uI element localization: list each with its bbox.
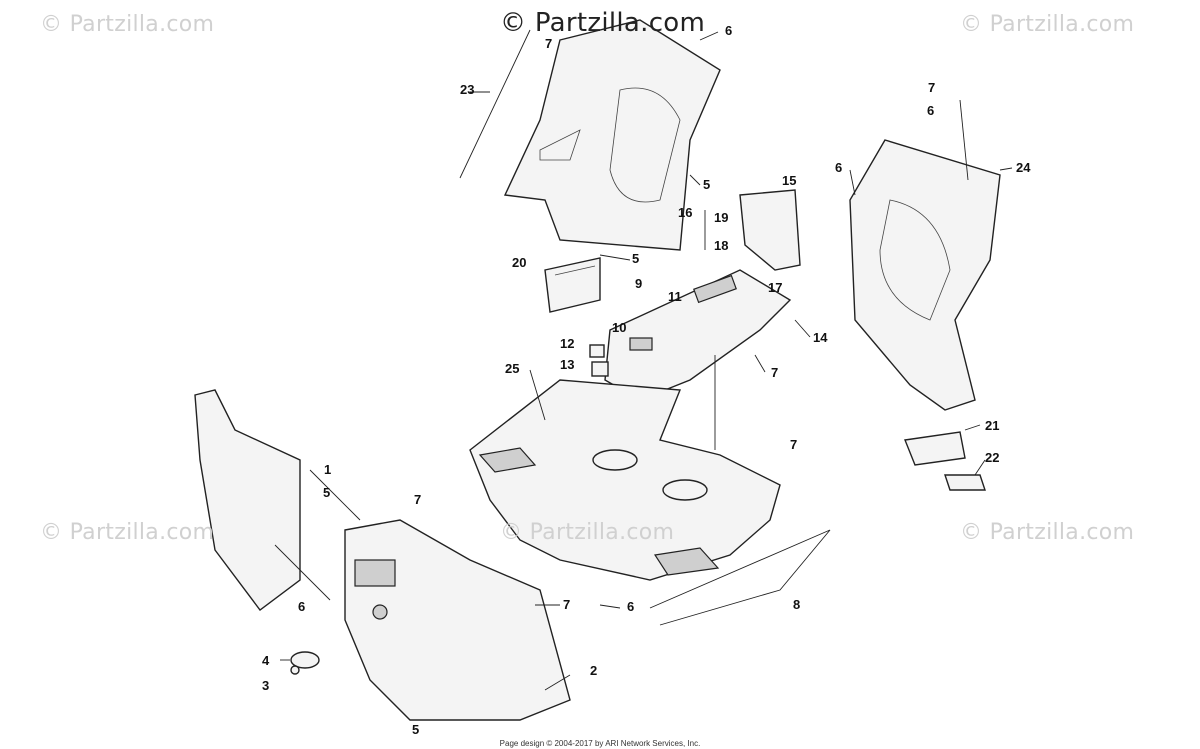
callout-2[interactable]: 2 [590, 663, 598, 678]
part-22-strip[interactable] [944, 474, 986, 491]
watermark-top-right: © Partzilla.com [960, 12, 1135, 37]
part-21-decal[interactable] [904, 431, 966, 466]
part-3-fastener[interactable] [290, 665, 300, 675]
callout-4[interactable]: 4 [262, 653, 270, 668]
part-2-front-panel[interactable] [344, 519, 571, 721]
part-1-lower-panel[interactable] [194, 389, 301, 611]
callout-24[interactable]: 24 [1016, 160, 1031, 175]
callout-7c[interactable]: 7 [790, 437, 798, 452]
callout-10[interactable]: 10 [612, 320, 627, 335]
callout-20[interactable]: 20 [512, 255, 527, 270]
callout-6c[interactable]: 6 [927, 103, 935, 118]
callout-6e[interactable]: 6 [627, 599, 635, 614]
part-12-cap[interactable] [589, 344, 605, 358]
watermark-mid-left: © Partzilla.com [40, 520, 215, 545]
callout-14[interactable]: 14 [813, 330, 828, 345]
watermark-top-left: © Partzilla.com [40, 12, 215, 37]
part-8-floor[interactable] [469, 379, 781, 581]
callout-6d[interactable]: 6 [298, 599, 306, 614]
callout-22[interactable]: 22 [985, 450, 1000, 465]
part-13-cap[interactable] [591, 361, 609, 377]
callout-5a[interactable]: 5 [703, 177, 711, 192]
part-9-center-console[interactable] [604, 269, 792, 401]
callout-6a[interactable]: 6 [725, 23, 733, 38]
part-23-side-panel[interactable] [503, 19, 721, 251]
callout-7d[interactable]: 7 [928, 80, 936, 95]
callout-16[interactable]: 16 [678, 205, 693, 220]
callout-5c[interactable]: 5 [323, 485, 331, 500]
callout-12[interactable]: 12 [560, 336, 575, 351]
callout-17[interactable]: 17 [768, 280, 783, 295]
callout-18[interactable]: 18 [714, 238, 729, 253]
callout-19[interactable]: 19 [714, 210, 729, 225]
callout-23[interactable]: 23 [460, 82, 475, 97]
watermark-main: © Partzilla.com [500, 8, 706, 38]
callout-3[interactable]: 3 [262, 678, 270, 693]
callout-6b[interactable]: 6 [835, 160, 843, 175]
callout-1[interactable]: 1 [324, 462, 332, 477]
watermark-mid-center: © Partzilla.com [500, 520, 675, 545]
callout-7f[interactable]: 7 [563, 597, 571, 612]
callout-7a[interactable]: 7 [545, 36, 553, 51]
callout-8[interactable]: 8 [793, 597, 801, 612]
leader-lines [274, 29, 1013, 691]
callout-21[interactable]: 21 [985, 418, 1000, 433]
callout-5b[interactable]: 5 [632, 251, 640, 266]
callout-9[interactable]: 9 [635, 276, 643, 291]
watermark-mid-right: © Partzilla.com [960, 520, 1135, 545]
callout-7b[interactable]: 7 [771, 365, 779, 380]
part-24-side-panel[interactable] [849, 139, 1001, 411]
callout-25[interactable]: 25 [505, 361, 520, 376]
callout-15[interactable]: 15 [782, 173, 797, 188]
callout-5d[interactable]: 5 [412, 722, 420, 737]
part-15-panel[interactable] [739, 189, 801, 271]
callout-13[interactable]: 13 [560, 357, 575, 372]
callout-11[interactable]: 11 [668, 289, 682, 304]
footer-credit: Page design © 2004-2017 by ARI Network S… [499, 739, 701, 748]
part-20-bracket[interactable] [544, 257, 601, 313]
part-4-disc[interactable] [290, 651, 320, 669]
callout-7e[interactable]: 7 [414, 492, 422, 507]
